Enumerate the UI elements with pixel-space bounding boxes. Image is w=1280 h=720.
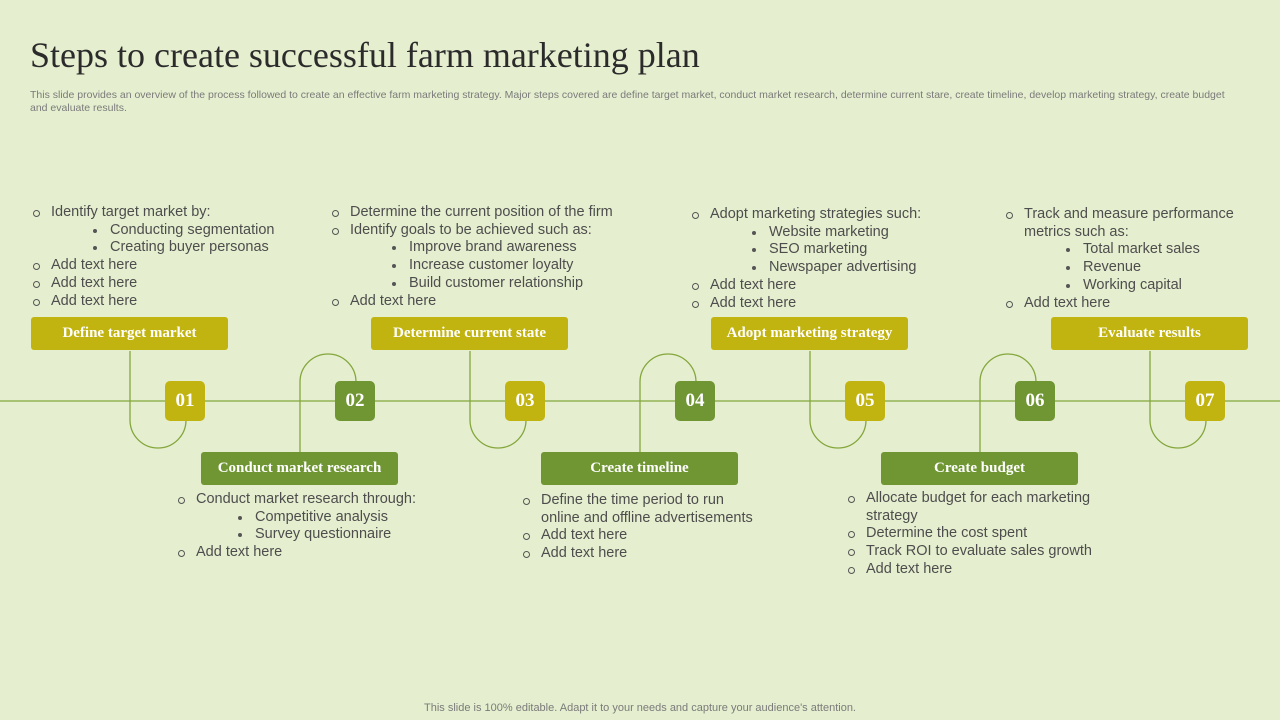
list-item: Track ROI to evaluate sales growth xyxy=(846,543,1106,561)
connector-01 xyxy=(129,351,187,449)
sub-list-item: SEO marketing xyxy=(710,241,980,259)
list-item: Identify target market by: Conducting se… xyxy=(31,204,301,257)
list-item: Add text here xyxy=(176,544,476,562)
step-05-number: 05 xyxy=(845,381,885,421)
step-01-number: 01 xyxy=(165,381,205,421)
step-04-number: 04 xyxy=(675,381,715,421)
sub-list-item: Newspaper advertising xyxy=(710,259,980,277)
sub-list-item: Revenue xyxy=(1024,259,1244,277)
list-item: Add text here xyxy=(521,527,766,545)
sub-list-item: Build customer relationship xyxy=(350,275,650,293)
list-item: Identify goals to be achieved such as: I… xyxy=(330,222,650,293)
step-01-details: Identify target market by: Conducting se… xyxy=(31,204,301,310)
list-item: Add text here xyxy=(31,293,301,311)
step-07-label: Evaluate results xyxy=(1051,317,1248,350)
list-item: Define the time period to run online and… xyxy=(521,492,766,527)
step-07-details: Track and measure performance metrics su… xyxy=(1004,206,1244,312)
list-item: Conduct market research through: Competi… xyxy=(176,491,476,544)
list-item: Allocate budget for each marketing strat… xyxy=(846,490,1106,525)
step-03-label: Determine current state xyxy=(371,317,568,350)
step-05-details: Adopt marketing strategies such: Website… xyxy=(690,206,980,312)
step-06-number: 06 xyxy=(1015,381,1055,421)
sub-list-item: Competitive analysis xyxy=(196,509,476,527)
connector-07 xyxy=(1149,351,1207,449)
step-04-label: Create timeline xyxy=(541,452,738,485)
step-06-label: Create budget xyxy=(881,452,1078,485)
step-02-label: Conduct market research xyxy=(201,452,398,485)
sub-list-item: Creating buyer personas xyxy=(51,239,301,257)
list-item: Add text here xyxy=(846,561,1106,579)
slide-title: Steps to create successful farm marketin… xyxy=(30,35,700,75)
sub-list-item: Total market sales xyxy=(1024,241,1244,259)
step-04-details: Define the time period to run online and… xyxy=(521,492,766,563)
list-item: Determine the current position of the fi… xyxy=(330,204,650,222)
connector-02 xyxy=(299,353,357,452)
list-item: Add text here xyxy=(690,295,980,313)
connector-04 xyxy=(639,353,697,452)
sub-list-item: Improve brand awareness xyxy=(350,239,650,257)
list-item: Add text here xyxy=(1004,295,1244,313)
connector-06 xyxy=(979,353,1037,452)
sub-list-item: Survey questionnaire xyxy=(196,526,476,544)
slide-subtitle: This slide provides an overview of the p… xyxy=(30,89,1225,114)
step-03-details: Determine the current position of the fi… xyxy=(330,204,650,310)
list-item: Determine the cost spent xyxy=(846,525,1106,543)
step-06-details: Allocate budget for each marketing strat… xyxy=(846,490,1106,579)
list-item: Adopt marketing strategies such: Website… xyxy=(690,206,980,277)
sub-list-item: Website marketing xyxy=(710,224,980,242)
list-item: Add text here xyxy=(31,257,301,275)
sub-list-item: Increase customer loyalty xyxy=(350,257,650,275)
step-03-number: 03 xyxy=(505,381,545,421)
step-05-label: Adopt marketing strategy xyxy=(711,317,908,350)
sub-list-item: Working capital xyxy=(1024,277,1244,295)
list-item: Track and measure performance metrics su… xyxy=(1004,206,1244,295)
list-item: Add text here xyxy=(690,277,980,295)
step-02-number: 02 xyxy=(335,381,375,421)
step-07-number: 07 xyxy=(1185,381,1225,421)
list-item: Add text here xyxy=(31,275,301,293)
sub-list-item: Conducting segmentation xyxy=(51,222,301,240)
slide-footer: This slide is 100% editable. Adapt it to… xyxy=(424,702,856,714)
step-02-details: Conduct market research through: Competi… xyxy=(176,491,476,562)
list-item: Add text here xyxy=(330,293,650,311)
step-01-label: Define target market xyxy=(31,317,228,350)
connector-03 xyxy=(469,351,527,449)
connector-05 xyxy=(809,351,867,449)
list-item: Add text here xyxy=(521,545,766,563)
